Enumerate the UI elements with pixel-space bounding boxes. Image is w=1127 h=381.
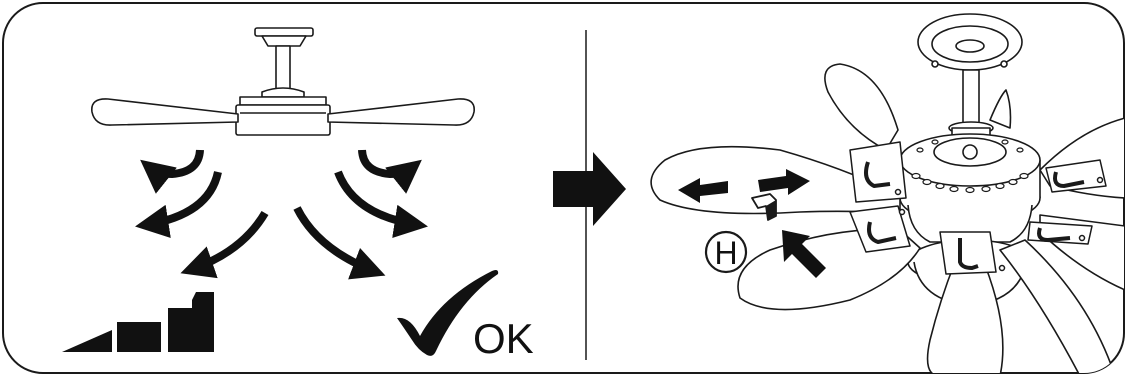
right-arrow-icon (553, 152, 626, 226)
speed-bars-icon (62, 292, 214, 352)
double-arrow-icon (678, 169, 810, 203)
blade-lower-front (926, 261, 1004, 373)
motor-vents (911, 139, 1029, 194)
ok-label: OK (473, 315, 534, 362)
ceiling-fan-side-view (91, 27, 475, 136)
left-panel: OK (62, 27, 534, 362)
blade-clip-icon (751, 193, 777, 221)
ok-check: OK (397, 270, 534, 362)
step-h-marker: H (704, 230, 748, 274)
right-panel: H (650, 13, 1124, 373)
blade-back-upper (824, 63, 899, 151)
push-arrow-icon (782, 230, 826, 278)
blade-lower-right (999, 239, 1116, 373)
checkmark-icon (397, 270, 499, 356)
blade-brackets (849, 141, 1107, 275)
curved-arrows-icon (135, 149, 428, 280)
step-h-label: H (714, 235, 737, 271)
